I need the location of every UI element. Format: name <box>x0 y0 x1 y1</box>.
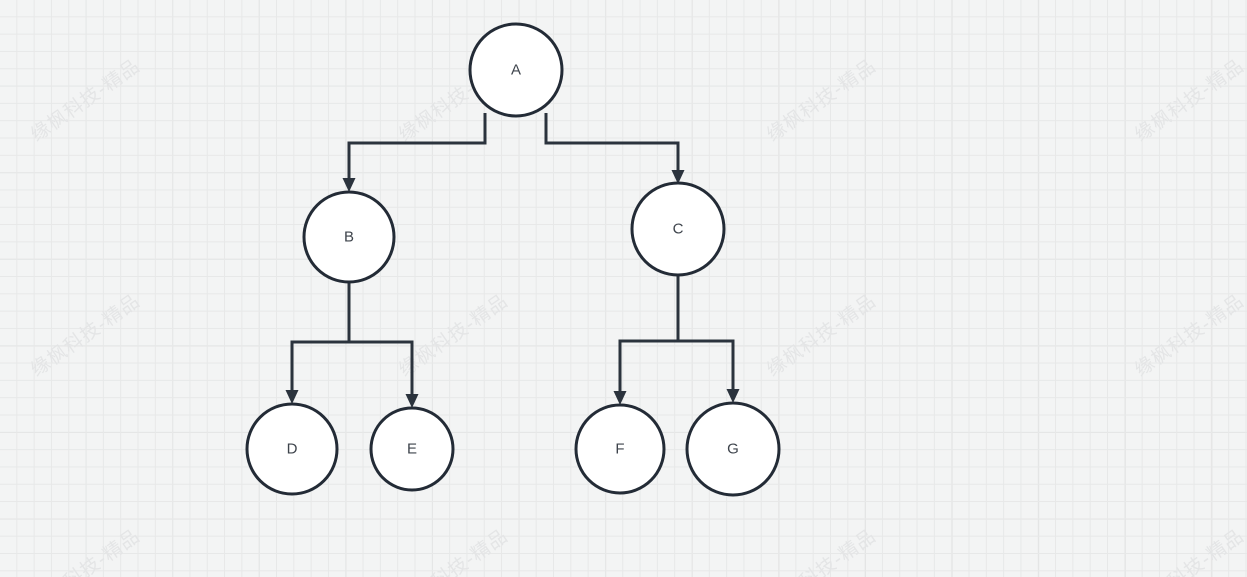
arrowhead-a-c <box>671 170 685 184</box>
node-shape-g[interactable] <box>685 401 781 497</box>
arrowhead-b-e <box>405 394 419 408</box>
node-c[interactable]: C <box>630 181 726 277</box>
node-f[interactable]: F <box>574 403 666 495</box>
node-shape-f[interactable] <box>574 403 666 495</box>
node-label-e: E <box>407 441 417 458</box>
node-shape-b[interactable] <box>302 190 396 284</box>
edges-group <box>285 113 740 408</box>
edge-b-d[interactable] <box>290 282 351 390</box>
edge-c-g[interactable] <box>676 275 735 389</box>
node-label-d: D <box>287 441 298 458</box>
node-g[interactable]: G <box>685 401 781 497</box>
node-label-b: B <box>344 229 354 246</box>
edge-a-c[interactable] <box>544 113 680 170</box>
node-label-g: G <box>727 441 739 458</box>
arrowhead-b-d <box>285 390 299 404</box>
node-shape-c[interactable] <box>630 181 726 277</box>
arrowhead-c-g <box>726 389 740 403</box>
arrowhead-a-b <box>342 178 356 192</box>
edge-c-f[interactable] <box>618 275 680 391</box>
node-b[interactable]: B <box>302 190 396 284</box>
edge-b-e[interactable] <box>347 282 414 394</box>
node-e[interactable]: E <box>369 406 455 492</box>
node-label-c: C <box>673 221 684 238</box>
node-shape-e[interactable] <box>369 406 455 492</box>
node-shape-d[interactable] <box>245 402 339 496</box>
node-a[interactable]: A <box>468 22 564 118</box>
node-d[interactable]: D <box>245 402 339 496</box>
node-label-a: A <box>511 62 521 79</box>
node-label-f: F <box>615 441 624 458</box>
edge-a-b[interactable] <box>347 113 487 178</box>
arrowhead-c-f <box>613 391 627 405</box>
nodes-group: A B C D E F G <box>245 22 781 497</box>
node-shape-a[interactable] <box>468 22 564 118</box>
